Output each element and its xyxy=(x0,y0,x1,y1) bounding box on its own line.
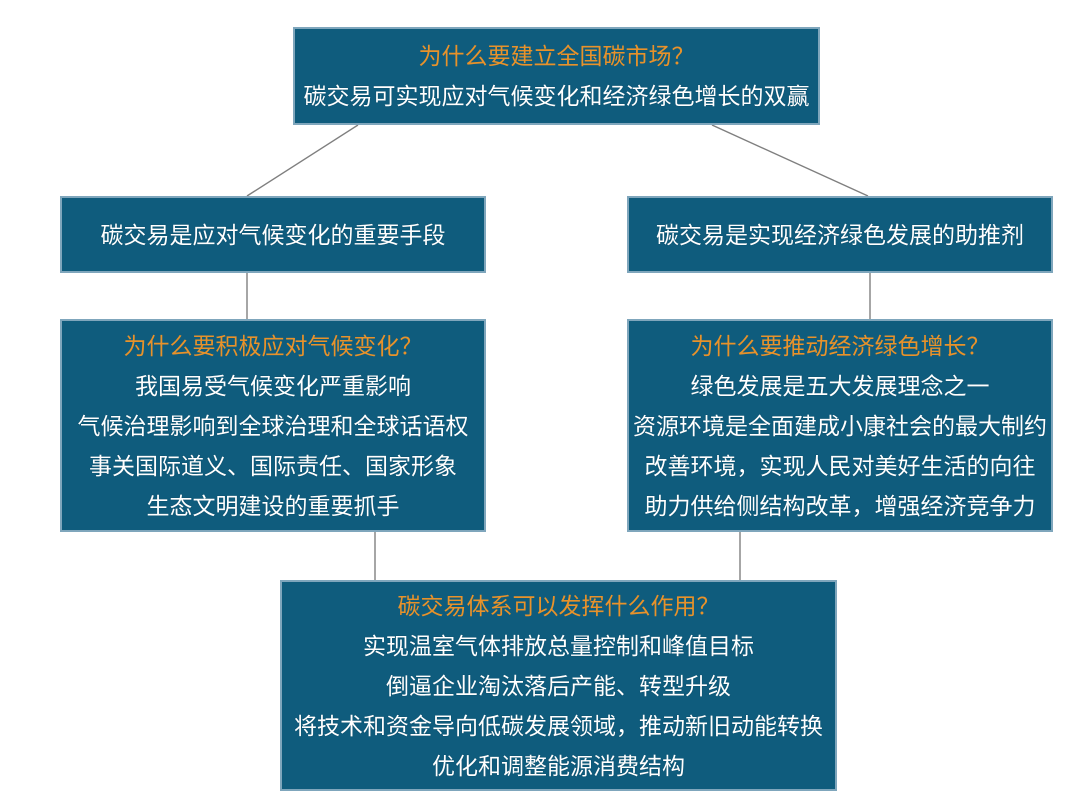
connector-root-to-right-branch xyxy=(711,124,869,197)
bottom-node-line: 优化和调整能源消费结构 xyxy=(432,752,685,779)
detail-node-title: 为什么要推动经济绿色增长？ xyxy=(690,332,990,359)
branch-node-label: 碳交易是实现经济绿色发展的助推剂 xyxy=(656,221,1024,248)
bottom-node-line: 将技术和资金导向低碳发展领域，推动新旧动能转换 xyxy=(294,712,823,739)
detail-line: 助力供给侧结构改革，增强经济竞争力 xyxy=(644,492,1036,519)
bottom-node-line: 实现温室气体排放总量控制和峰值目标 xyxy=(363,632,754,659)
connector-root-to-left-branch xyxy=(246,124,359,197)
detail-line: 我国易受气候变化严重影响 xyxy=(135,372,411,399)
detail-node-why-respond-climate-change: 为什么要积极应对气候变化？ 我国易受气候变化严重影响 气候治理影响到全球治理和全… xyxy=(60,319,486,532)
bottom-node-title: 碳交易体系可以发挥什么作用？ xyxy=(397,592,720,619)
branch-node-green-growth: 碳交易是实现经济绿色发展的助推剂 xyxy=(627,196,1053,273)
branch-node-label: 碳交易是应对气候变化的重要手段 xyxy=(100,221,446,248)
detail-line: 改善环境，实现人民对美好生活的向往 xyxy=(644,452,1036,479)
bottom-node-carbon-trading-system-role: 碳交易体系可以发挥什么作用？ 实现温室气体排放总量控制和峰值目标 倒逼企业淘汰落… xyxy=(280,580,837,791)
detail-line: 资源环境是全面建成小康社会的最大制约 xyxy=(633,412,1047,439)
root-node-why-national-carbon-market: 为什么要建立全国碳市场？ 碳交易可实现应对气候变化和经济绿色增长的双赢 xyxy=(293,27,820,125)
detail-node-why-promote-green-growth: 为什么要推动经济绿色增长？ 绿色发展是五大发展理念之一 资源环境是全面建成小康社… xyxy=(627,319,1053,532)
detail-line: 生态文明建设的重要抓手 xyxy=(146,492,400,519)
detail-node-title: 为什么要积极应对气候变化？ xyxy=(123,332,423,359)
root-node-title: 为什么要建立全国碳市场？ xyxy=(418,43,695,69)
branch-node-climate-change: 碳交易是应对气候变化的重要手段 xyxy=(60,196,486,273)
bottom-node-line: 倒逼企业淘汰落后产能、转型升级 xyxy=(386,672,731,699)
detail-line: 事关国际道义、国际责任、国家形象 xyxy=(89,452,457,479)
root-node-body: 碳交易可实现应对气候变化和经济绿色增长的双赢 xyxy=(303,83,810,109)
detail-line: 气候治理影响到全球治理和全球话语权 xyxy=(77,412,469,439)
detail-line: 绿色发展是五大发展理念之一 xyxy=(690,372,990,399)
